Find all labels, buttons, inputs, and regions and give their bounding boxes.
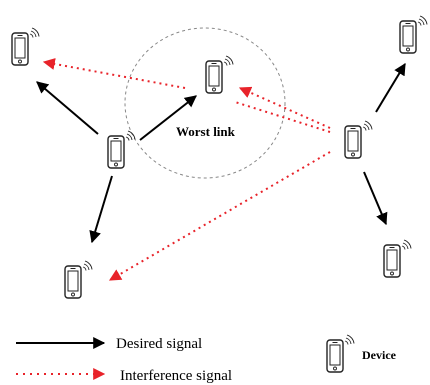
interference-line-right-to-worst: [234, 101, 331, 133]
legend-device-icon: [326, 334, 355, 373]
device-right-center-icon: [344, 120, 373, 159]
legend-interference-label: Interference signal: [120, 368, 232, 384]
device-bottom-right-icon: [383, 239, 412, 278]
interference-arrow-to-bottom-left: [108, 151, 331, 281]
worst-link-label: Worst link: [176, 124, 236, 139]
desired-arrow-to-top-right: [375, 62, 406, 113]
desired-arrow-to-worst-link: [139, 95, 197, 141]
device-worst-link-icon: [205, 55, 234, 94]
desired-arrow-to-bottom-right: [363, 171, 388, 226]
legend: Desired signal Interference signal Devic…: [16, 334, 397, 384]
device-top-left-icon: [11, 27, 40, 66]
worst-link-circle: [124, 27, 286, 179]
device-top-right-icon: [399, 15, 428, 54]
desired-arrow-to-top-left: [36, 81, 99, 135]
legend-device-label: Device: [362, 348, 397, 362]
device-center-left-icon: [107, 130, 136, 169]
desired-arrow-to-bottom-left: [89, 175, 113, 244]
interference-arrow-to-top-left: [42, 58, 186, 89]
interference-arrow-to-worst-link: [238, 86, 331, 129]
device-bottom-left-icon: [64, 260, 93, 299]
legend-desired-label: Desired signal: [116, 336, 202, 352]
